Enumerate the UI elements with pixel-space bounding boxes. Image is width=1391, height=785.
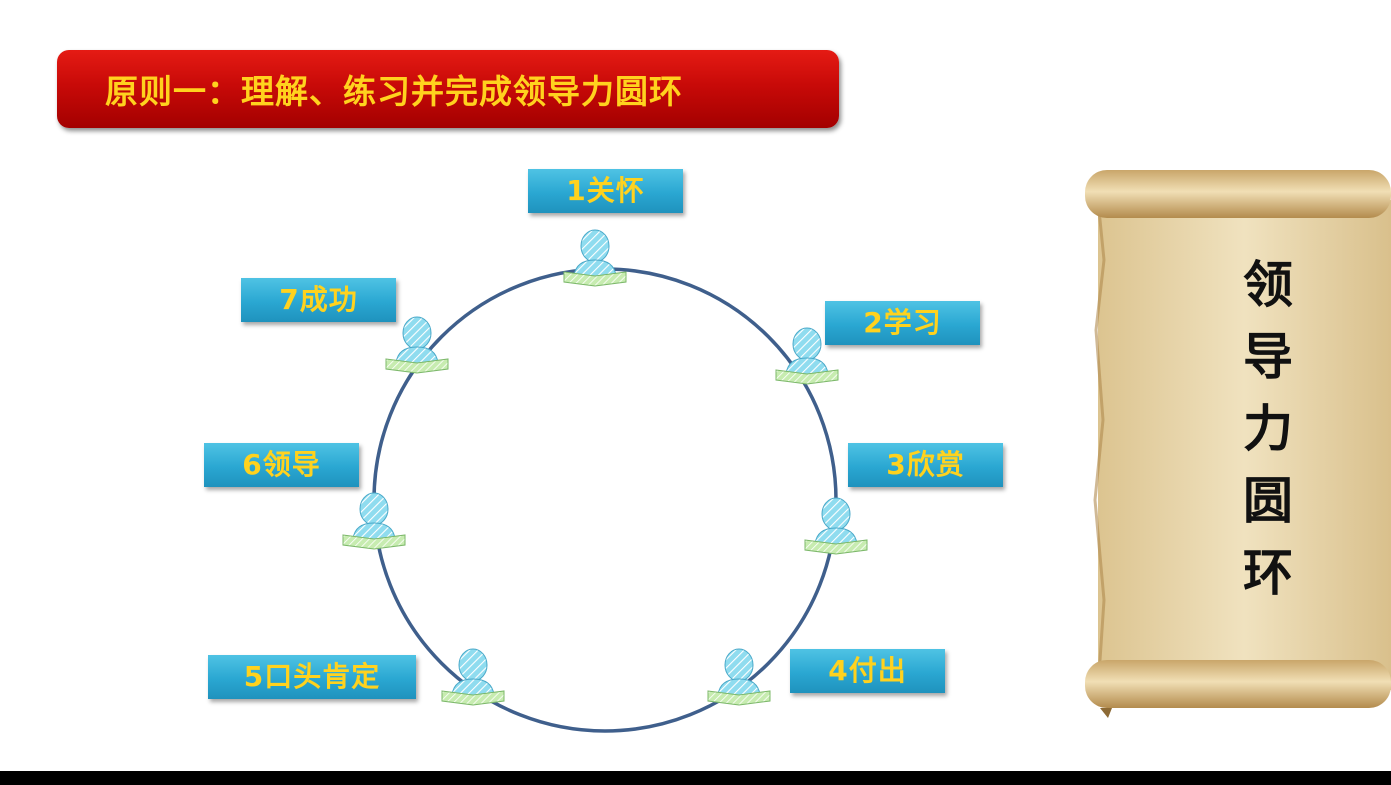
node-label-6: 6领导 [204,443,359,487]
node-label-1: 1关怀 [528,169,683,213]
reader-icon [804,497,868,555]
scroll-char: 力 [1243,399,1293,458]
scroll-char: 领 [1243,255,1293,314]
scroll-graphic [1085,170,1391,718]
node-label-7: 7成功 [241,278,396,322]
title-banner: 原则一：理解、练习并完成领导力圆环 [57,50,839,128]
node-label-2: 2学习 [825,301,980,345]
reader-icon [563,229,627,287]
scroll-char: 导 [1243,327,1293,386]
scroll-char: 环 [1243,543,1293,602]
node-label-4: 4付出 [790,649,945,693]
scroll-vertical-text: 领 导 力 圆 环 [1228,249,1308,609]
slide-title: 原则一：理解、练习并完成领导力圆环 [105,72,683,111]
reader-icon [385,316,449,374]
reader-icon [707,648,771,706]
bottom-edge-bar [0,771,1391,785]
scroll-char: 圆 [1243,471,1293,530]
reader-icon [342,492,406,550]
reader-icon [775,327,839,385]
node-label-5: 5口头肯定 [208,655,416,699]
node-label-3: 3欣赏 [848,443,1003,487]
reader-icon [441,648,505,706]
